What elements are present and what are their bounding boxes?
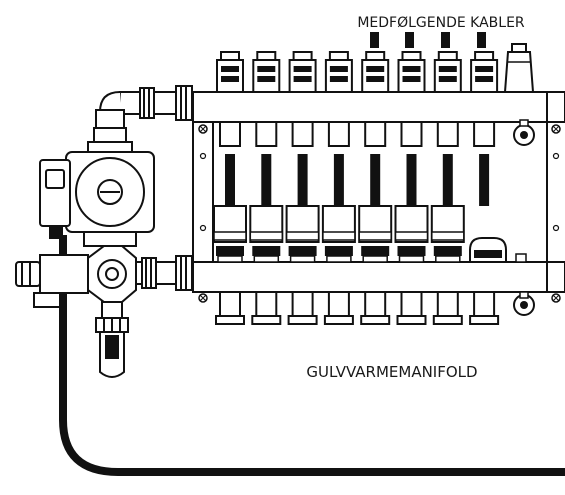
loop-nut bbox=[396, 315, 427, 325]
actuator-base bbox=[252, 246, 281, 256]
loop-nut bbox=[323, 315, 354, 325]
flowmeter-mark bbox=[438, 66, 457, 72]
flowmeter-mark bbox=[221, 76, 239, 82]
loop-connector-bottom bbox=[364, 291, 387, 317]
loop-connector-bottom bbox=[473, 291, 496, 317]
loop-nut bbox=[287, 315, 318, 325]
flowmeter-mark bbox=[366, 76, 385, 82]
flowmeter-mark bbox=[402, 66, 421, 72]
flowmeter-mark bbox=[329, 66, 348, 72]
flowmeter-mark bbox=[438, 76, 457, 82]
loop-pipe bbox=[370, 154, 381, 206]
actuator-base bbox=[324, 246, 353, 256]
actuator-band bbox=[322, 231, 356, 241]
loop-connector-bottom bbox=[219, 291, 241, 317]
actuator-collar bbox=[362, 255, 388, 263]
loop-connector-top bbox=[291, 121, 314, 147]
blank-cap bbox=[469, 237, 527, 263]
cables-label: MEDFØLGENDE KABLER bbox=[357, 15, 525, 31]
actuator-collar bbox=[253, 255, 280, 263]
drain-valve bbox=[95, 301, 129, 378]
actuator-base bbox=[288, 246, 317, 256]
actuator-collar bbox=[326, 255, 352, 263]
actuator-base bbox=[397, 246, 426, 256]
flowmeter-mark bbox=[257, 76, 276, 82]
actuator-band bbox=[249, 231, 284, 241]
flowmeter-cap bbox=[437, 51, 458, 61]
thermometer-top bbox=[513, 119, 535, 146]
loop-nut bbox=[215, 315, 245, 325]
manifold-label: GULVVARMEMANIFOLD bbox=[306, 363, 477, 381]
circulation-pump bbox=[39, 151, 155, 247]
actuator-base bbox=[433, 246, 462, 256]
actuator-collar bbox=[435, 255, 461, 263]
heating-loops bbox=[213, 51, 500, 325]
flowmeter-cap bbox=[292, 51, 313, 61]
loop-connector-bottom bbox=[327, 291, 350, 317]
flowmeter-mark bbox=[293, 76, 312, 82]
loop-connector-top bbox=[219, 121, 241, 147]
actuator-band bbox=[358, 231, 392, 241]
loop-nut bbox=[432, 315, 463, 325]
air-vent bbox=[503, 43, 535, 93]
actuator-collar bbox=[217, 255, 243, 263]
mixing-valve bbox=[15, 245, 137, 308]
loop-pipe bbox=[406, 154, 417, 206]
actuator-cables bbox=[370, 32, 486, 48]
floor-cable bbox=[59, 235, 565, 476]
loop-connector-top bbox=[255, 121, 278, 147]
actuator-band bbox=[394, 231, 429, 241]
flowmeter-mark bbox=[293, 66, 312, 72]
actuator-band bbox=[431, 231, 465, 241]
actuator-base bbox=[216, 246, 244, 256]
flowmeter-cap bbox=[256, 51, 277, 61]
thermometer-bottom bbox=[513, 291, 535, 316]
flowmeter-mark bbox=[257, 66, 276, 72]
actuator-band bbox=[285, 231, 320, 241]
loop-pipe bbox=[442, 154, 453, 206]
loop-connector-top bbox=[364, 121, 387, 147]
flowmeter-mark bbox=[475, 66, 494, 72]
loop-connector-top bbox=[400, 121, 423, 147]
loop-nut bbox=[360, 315, 391, 325]
flowmeter-mark bbox=[329, 76, 348, 82]
flowmeter-cap bbox=[474, 51, 495, 61]
loop-connector-bottom bbox=[436, 291, 459, 317]
actuator-collar bbox=[289, 255, 316, 263]
loop-connector-top bbox=[327, 121, 350, 147]
loop-nut bbox=[469, 315, 500, 325]
flowmeter-cap bbox=[220, 51, 240, 61]
loop-connector-bottom bbox=[291, 291, 314, 317]
loop-connector-top bbox=[436, 121, 459, 147]
flowmeter-mark bbox=[221, 66, 239, 72]
pipework bbox=[87, 85, 194, 291]
loop-pipe bbox=[333, 154, 344, 206]
actuator-base bbox=[361, 246, 390, 256]
loop-connector-bottom bbox=[255, 291, 278, 317]
actuator-band bbox=[213, 231, 247, 241]
loop-pipe bbox=[479, 154, 490, 206]
loop-connector-bottom bbox=[400, 291, 423, 317]
flowmeter-mark bbox=[366, 66, 385, 72]
flowmeter-mark bbox=[402, 76, 421, 82]
actuator-collar bbox=[398, 255, 425, 263]
loop-connector-top bbox=[473, 121, 496, 147]
flowmeter-cap bbox=[365, 51, 386, 61]
flowmeter-cap bbox=[401, 51, 422, 61]
loop-pipe bbox=[297, 154, 308, 206]
loop-pipe bbox=[261, 154, 272, 206]
flowmeter-cap bbox=[328, 51, 349, 61]
loop-nut bbox=[251, 315, 282, 325]
flowmeter-mark bbox=[475, 76, 494, 82]
loop-pipe bbox=[225, 154, 235, 206]
